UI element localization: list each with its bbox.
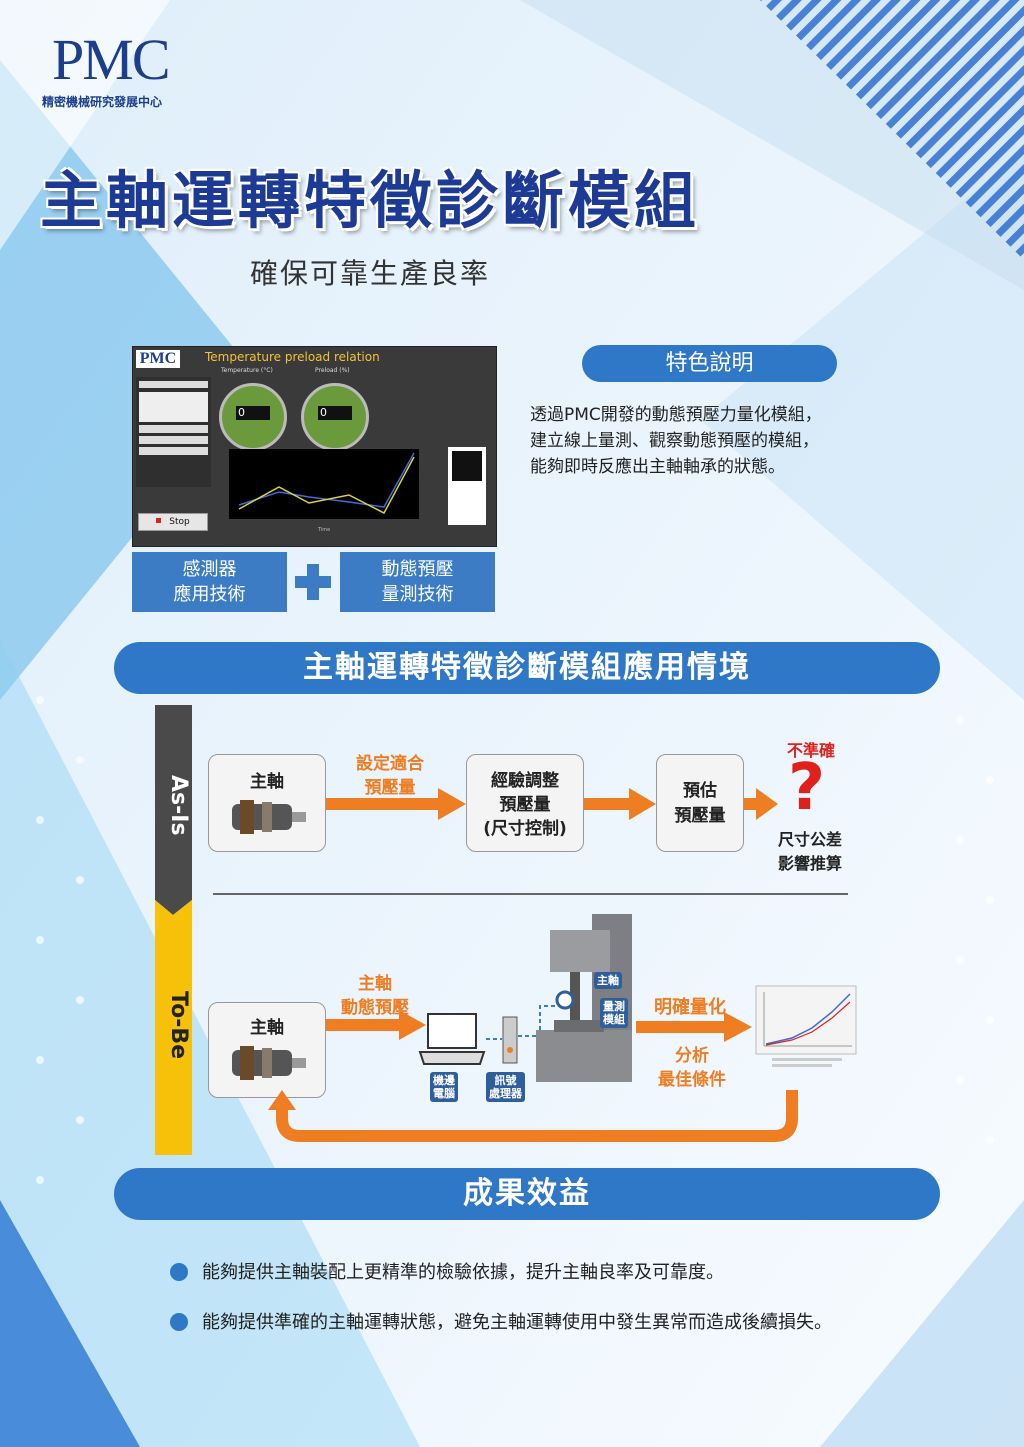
mini-pmc-logo: PMC [136,350,180,368]
tech-left-line-2: 應用技術 [173,584,246,605]
as-is-arrow-3 [744,788,778,820]
stop-indicator-icon [156,518,162,523]
scenario-banner: 主軸運轉特徵診斷模組應用情境 [114,642,940,694]
tech-left-line-1: 感測器 [182,559,237,580]
result-chart-thumbnail [755,985,857,1067]
as-is-arrow-1 [326,788,466,820]
features-pill: 特色說明 [582,345,837,382]
dashed-link-2 [518,1005,566,1037]
spindle-tag: 主軸 [594,972,622,989]
spindle-icon [232,1046,306,1080]
to-be-spindle-box: 主軸 [208,1002,326,1098]
description-line-1: 透過PMC開發的動態預壓力量化模組， [530,405,822,425]
as-is-result-line-1: 尺寸公差 [778,830,843,849]
results-banner: 成果效益 [114,1168,940,1220]
question-mark-icon: ? [788,751,826,825]
to-be-arrow1-text: 主軸 動態預壓 [330,972,420,1020]
window-title: Temperature preload relation [205,350,380,364]
as-is-to-be-bar [155,705,192,1155]
as-is-arrow-2 [584,788,656,820]
analysis-label: 分析 最佳條件 [652,1044,732,1092]
org-name: 精密機械研究發展中心 [42,95,163,109]
processor-tag: 訊號 處理器 [486,1072,525,1102]
result-item-2-text: 能夠提供準確的主軸運轉狀態，避免主軸運轉使用中發生異常而造成後續損失。 [202,1312,832,1333]
preload-gauge: 0 [301,383,369,451]
pmc-logo: PMC [52,27,171,92]
temperature-label: Temperature (°C) [221,367,273,374]
page-title: 主軸運轉特徵診斷模組 [40,164,701,237]
as-is-arrow1-line-2: 預壓量 [364,778,416,798]
stop-button[interactable]: Stop [138,513,208,531]
section-divider [213,893,848,895]
as-is-adjust-box: 經驗調整 預壓量 (尺寸控制) [466,754,584,852]
quantify-label: 明確量化 [654,997,726,1018]
as-is-box2-line-3: (尺寸控制) [483,819,567,839]
analysis-line-1: 分析 [675,1046,709,1066]
as-is-arrow1-line-1: 設定適合 [356,754,424,774]
plus-icon [295,564,331,600]
preload-gauge-value: 0 [318,406,352,420]
bullet-icon [170,1263,188,1281]
sensor-tech-box: 感測器 應用技術 [132,552,287,612]
stop-button-label: Stop [169,517,190,527]
as-is-result-line-2: 影響推算 [778,854,843,873]
feedback-loop-arrow [268,1090,798,1142]
to-be-arrow1-line-2: 動態預壓 [341,998,409,1018]
result-item-2: 能夠提供準確的主軸運轉狀態，避免主軸運轉使用中發生異常而造成後續損失。 [170,1308,832,1334]
processor-tag-line-2: 處理器 [489,1087,522,1100]
preload-label: Preload (%) [315,367,350,374]
settings-panel [136,377,211,487]
as-is-spindle-box: 主軸 [208,754,326,852]
as-is-result: 尺寸公差 影響推算 [778,828,842,876]
bullet-icon [170,1313,188,1331]
as-is-arrow1-text: 設定適合 預壓量 [345,752,435,800]
pc-tag-line-1: 機邊 [433,1074,455,1087]
as-is-box3-line-1: 預估 [683,781,717,801]
module-tag: 量測 模組 [600,998,628,1028]
description-line-3: 能夠即時反應出主軸軸承的狀態。 [530,457,785,477]
temperature-gauge-value: 0 [236,406,270,420]
signal-processor-icon [502,1016,518,1064]
software-screenshot: PMC Temperature preload relation Tempera… [132,346,497,547]
machine-tool-icon [536,914,632,1082]
legend-panel [448,447,486,525]
dashed-link-1 [486,1038,502,1040]
analysis-line-2: 最佳條件 [658,1070,726,1090]
pc-tag: 機邊 電腦 [430,1072,458,1102]
temperature-gauge: 0 [219,383,287,451]
spindle-icon [232,800,306,834]
to-be-arrow1-line-1: 主軸 [358,974,392,994]
module-tag-line-2: 模組 [603,1013,625,1026]
description-line-2: 建立線上量測、觀察動態預壓的模組， [530,431,819,451]
to-be-spindle-label: 主軸 [250,1018,284,1038]
result-item-1-text: 能夠提供主軸裝配上更精準的檢驗依據，提升主軸良率及可靠度。 [202,1262,724,1283]
features-description: 透過PMC開發的動態預壓力量化模組， 建立線上量測、觀察動態預壓的模組， 能夠即… [530,402,910,480]
to-be-arrow-2 [636,1012,752,1042]
processor-tag-line-1: 訊號 [494,1074,517,1087]
preload-tech-box: 動態預壓 量測技術 [340,552,495,612]
module-tag-line-1: 量測 [603,1000,625,1013]
to-be-arrow-1 [326,1010,426,1040]
pc-tag-line-2: 電腦 [433,1087,455,1100]
tech-right-line-1: 動態預壓 [381,559,454,580]
result-item-1: 能夠提供主軸裝配上更精準的檢驗依據，提升主軸良率及可靠度。 [170,1258,724,1284]
laptop-icon [418,1013,486,1065]
as-is-box3-line-2: 預壓量 [674,806,726,826]
inaccurate-label: 不準確 [787,741,836,760]
as-is-label: As-Is [166,774,191,836]
to-be-label: To-Be [166,990,191,1060]
x-axis-label: Time [318,527,331,533]
as-is-spindle-label: 主軸 [250,772,284,792]
as-is-box2-line-2: 預壓量 [499,795,551,815]
as-is-estimate-box: 預估 預壓量 [656,754,744,852]
tech-right-line-2: 量測技術 [381,584,454,605]
page-subtitle: 確保可靠生產良率 [250,257,491,290]
as-is-box2-line-1: 經驗調整 [491,771,559,791]
trend-chart [229,449,419,519]
